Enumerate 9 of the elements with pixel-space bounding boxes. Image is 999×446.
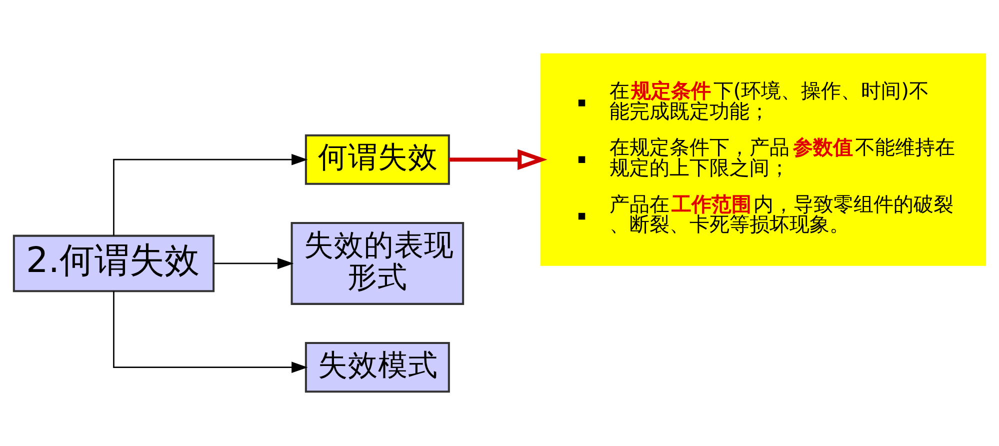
node-box: 何谓失效	[304, 134, 450, 185]
node-box: 失效的表现形式	[290, 222, 464, 305]
arrow	[113, 291, 308, 373]
node-box: 2.何谓失效	[12, 234, 215, 292]
node-box: 失效模式	[304, 342, 450, 393]
node-box: 在规定条件下(环境、操作、时间)不能完成既定功能； 在规定条件下，产品参数值不能维持在规定的上下限之间； 产品在工作范围内，导致零组件的破裂、断裂、卡死等损坏现象。	[540, 53, 986, 266]
arrow	[113, 154, 308, 236]
arrow	[214, 258, 294, 270]
arrow	[449, 149, 548, 170]
